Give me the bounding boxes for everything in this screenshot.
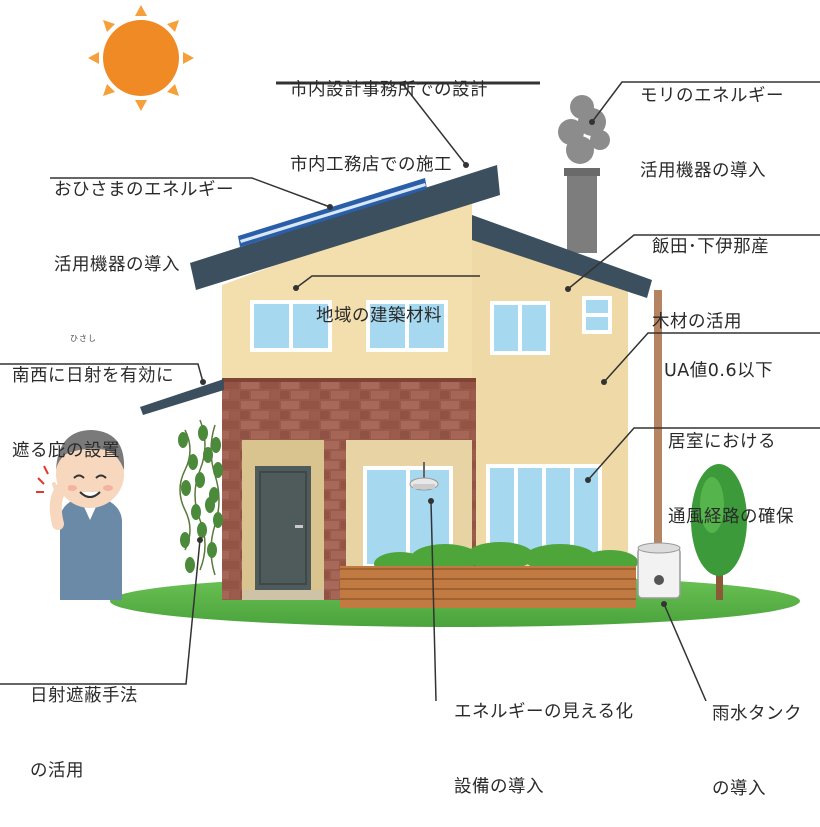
upper-windows [250,296,612,355]
label-wood-line2: 木材の活用 [652,312,742,332]
house-diagram [0,5,820,701]
label-wood-line1: 飯田･下伊那産 [652,237,770,257]
label-shading: 日射遮蔽手法 の活用 [30,634,138,809]
label-ventilation-line1: 居室における [668,432,776,452]
label-biomass-line2: 活用機器の導入 [640,161,766,181]
label-rain-tank-line2: の導入 [712,779,766,799]
wooden-deck [340,566,636,608]
label-eaves: 南西に日射を有効に 遮る庇の設置 [12,314,174,489]
label-visible-energy-line2: 設備の導入 [454,777,544,797]
green-curtain-icon [178,419,223,576]
label-ua-value-text: UA値0.6以下 [664,361,774,381]
sun-icon [88,5,194,111]
smoke-icon [558,95,610,164]
callout-lines [0,81,820,701]
label-solar-line1: おひさまのエネルギー [54,180,234,200]
label-design-line1: 市内設計事務所での設計 [290,80,488,100]
eaves-canopy [140,379,224,415]
label-local-material-text: 地域の建築材料 [316,306,442,326]
label-shading-line1: 日射遮蔽手法 [30,686,138,706]
guide-character-icon [36,430,125,600]
label-biomass-energy: モリのエネルギー 活用機器の導入 [640,34,784,209]
label-visible-energy-line1: エネルギーの見える化 [454,702,634,722]
label-ventilation: 居室における 通風経路の確保 [668,380,794,555]
chimney [564,168,600,253]
label-eaves-line1: 南西に日射を有効に [12,366,174,386]
label-ua-value: UA値0.6以下 [664,309,773,409]
solar-panel-icon [238,178,427,247]
label-ventilation-line2: 通風経路の確保 [668,507,794,527]
label-visible-energy: エネルギーの見える化 設備の導入 [454,650,633,825]
label-eaves-line2: 遮る庇の設置 [12,441,120,461]
main-roof [190,165,500,290]
label-design-construction: 市内設計事務所での設計 市内工務店での施工 [290,28,488,203]
label-rain-tank: 雨水タンク の導入 [712,652,802,827]
label-biomass-line1: モリのエネルギー [640,86,784,106]
energy-monitor-icon [409,462,439,491]
label-local-material: 地域の建築材料 [316,254,442,354]
label-eaves-ruby: ひさし [70,334,97,343]
tree-icon [691,464,747,600]
label-shading-line2: の活用 [30,761,84,781]
label-local-wood: 飯田･下伊那産 木材の活用 [652,185,769,360]
label-solar-energy: おひさまのエネルギー 活用機器の導入 [54,128,234,303]
label-solar-line2: 活用機器の導入 [54,255,180,275]
rain-tank-icon [637,542,681,599]
label-rain-tank-line1: 雨水タンク [712,704,802,724]
downpipe [654,290,662,558]
label-design-line2: 市内工務店での施工 [290,155,452,175]
callout-dots [197,119,667,607]
right-roof [472,215,652,298]
